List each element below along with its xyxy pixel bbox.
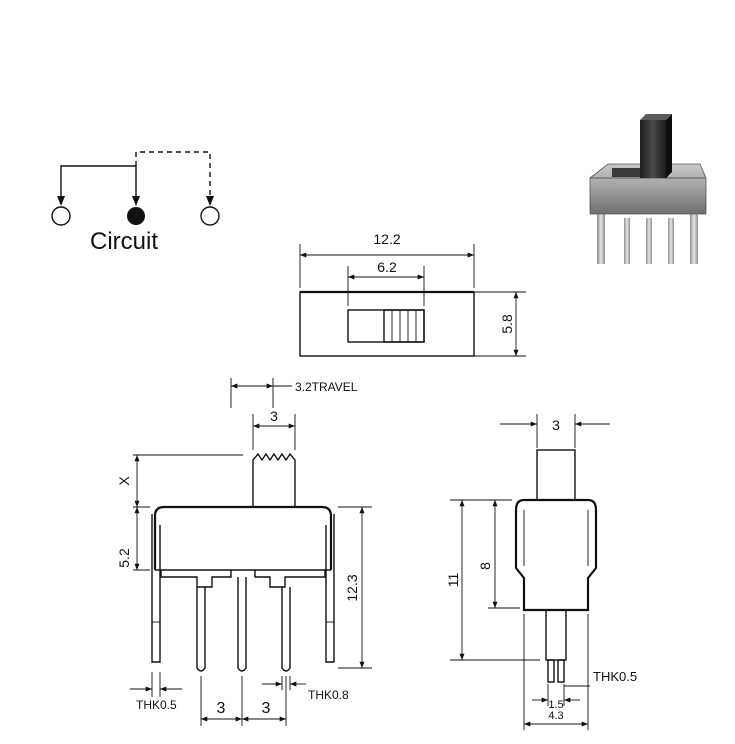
front-pin-2 xyxy=(237,577,247,672)
photo-pin-2 xyxy=(624,218,630,264)
side-pin-left xyxy=(547,659,555,683)
circuit-arrow-right xyxy=(206,196,214,206)
circuit-arrow-middle xyxy=(132,196,140,206)
front-overall-height-label: 12.3 xyxy=(344,574,360,601)
photo-actuator xyxy=(640,120,666,178)
front-leg-right xyxy=(325,514,335,663)
circuit-symbol: Circuit xyxy=(51,151,220,255)
side-pin-spacing-label: 1.5 xyxy=(548,699,563,711)
photo-pin-3 xyxy=(646,218,652,264)
circuit-terminal-common xyxy=(127,207,145,225)
photo-actuator-top xyxy=(640,114,672,120)
front-body-bottom xyxy=(160,570,232,588)
top-view-width-label: 12.2 xyxy=(373,231,400,247)
front-pin-3 xyxy=(281,587,291,672)
photo-pin-1 xyxy=(597,212,605,264)
front-view: 3.2TRAVEL 3 X 5.2 xyxy=(116,378,372,726)
front-thk-outer-label: THK0.5 xyxy=(136,698,177,712)
circuit-terminal-right xyxy=(200,206,220,226)
front-leg-left xyxy=(151,514,161,663)
front-actuator xyxy=(252,452,296,507)
circuit-dashed-line xyxy=(135,151,211,204)
front-body xyxy=(153,505,333,570)
front-thk-inner-label: THK0.8 xyxy=(308,688,349,702)
photo-pin-4 xyxy=(668,218,674,264)
top-view-slot-width-label: 6.2 xyxy=(377,259,397,275)
front-pin-1 xyxy=(196,587,206,672)
product-photo xyxy=(589,114,707,264)
side-overall-height-label: 11 xyxy=(445,573,461,588)
side-thk-label: THK0.5 xyxy=(593,669,637,684)
top-view-slot xyxy=(347,309,425,343)
photo-pin-5 xyxy=(690,212,698,264)
circuit-label: Circuit xyxy=(90,228,158,255)
circuit-solid-line xyxy=(60,165,137,204)
side-stem xyxy=(545,609,567,661)
photo-actuator-side xyxy=(666,114,672,178)
circuit-arrow-left xyxy=(57,196,65,206)
front-actuator-height-label: X xyxy=(116,476,132,486)
side-actuator-width-label: 3 xyxy=(552,417,560,433)
circuit-terminal-left xyxy=(51,206,71,226)
front-actuator-width-label: 3 xyxy=(270,408,278,424)
top-view: 12.2 6.2 5.8 xyxy=(299,231,526,357)
side-view: 3 11 8 THK0.5 1.5 4.3 xyxy=(445,414,637,730)
side-actuator xyxy=(536,449,576,501)
front-body-bottom xyxy=(254,570,326,588)
side-foot-width-label: 4.3 xyxy=(548,710,563,722)
side-body xyxy=(514,498,598,612)
front-pitch-1-label: 3 xyxy=(217,700,226,717)
front-pitch-2-label: 3 xyxy=(262,700,271,717)
top-view-height-label: 5.8 xyxy=(499,314,515,334)
top-view-body xyxy=(299,291,475,357)
top-view-actuator xyxy=(383,309,425,343)
side-body-height-label: 8 xyxy=(477,562,493,570)
side-pin-right xyxy=(557,659,565,683)
travel-label: 3.2TRAVEL xyxy=(295,380,358,394)
front-body-height-label: 5.2 xyxy=(116,548,132,568)
